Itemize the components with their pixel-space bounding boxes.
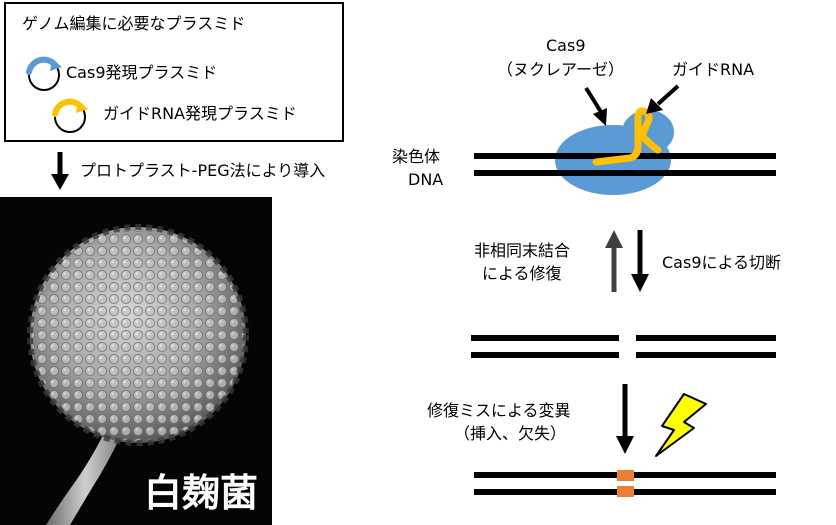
plasmid-legend-box bbox=[4, 2, 344, 142]
mutation-label-line1: 修復ミスによる変異 bbox=[427, 401, 571, 420]
legend-cas9-plasmid-label: Cas9発現プラスミド bbox=[66, 63, 218, 82]
cas9-label: Cas9 bbox=[546, 36, 586, 55]
nuclease-label: （ヌクレアーゼ） bbox=[497, 60, 625, 79]
repair-label-line1: 非相同末結合 bbox=[474, 241, 571, 260]
legend-guide-plasmid-label: ガイドRNA発現プラスミド bbox=[103, 104, 297, 123]
guide-rna-label: ガイドRNA bbox=[672, 60, 755, 79]
chromosome-label: 染色体 bbox=[392, 147, 441, 166]
mutated-dna bbox=[474, 470, 776, 497]
cas9-plasmid-icon bbox=[26, 56, 62, 91]
cas9-pointer-arrow bbox=[584, 86, 607, 126]
transform-arrow bbox=[51, 152, 69, 190]
guide-rna-strand bbox=[592, 107, 662, 166]
repair-arrow-up bbox=[605, 230, 623, 292]
repair-label-line2: による修復 bbox=[482, 264, 562, 283]
cut-dna bbox=[471, 335, 776, 358]
cut-arrow-down bbox=[631, 230, 649, 292]
lightning-bolt-icon bbox=[655, 393, 707, 457]
guide-rna-pointer-arrow bbox=[646, 84, 680, 114]
transform-step-label: プロトプラスト-PEG法により導入 bbox=[80, 161, 326, 180]
guide-plasmid-icon bbox=[52, 98, 88, 133]
fungus-spores bbox=[32, 229, 244, 441]
fungus-photo: 白麹菌 bbox=[0, 197, 272, 525]
mutation-arrow bbox=[616, 384, 634, 454]
fungus-stalk bbox=[46, 425, 124, 525]
legend-title: ゲノム編集に必要なプラスミド bbox=[22, 14, 246, 33]
cut-label: Cas9による切断 bbox=[662, 253, 782, 272]
photo-label: 白麹菌 bbox=[143, 471, 258, 515]
fungus-image bbox=[27, 224, 249, 525]
dna-label: DNA bbox=[408, 170, 444, 189]
mutation-label-line2: （挿入、欠失） bbox=[454, 424, 567, 443]
